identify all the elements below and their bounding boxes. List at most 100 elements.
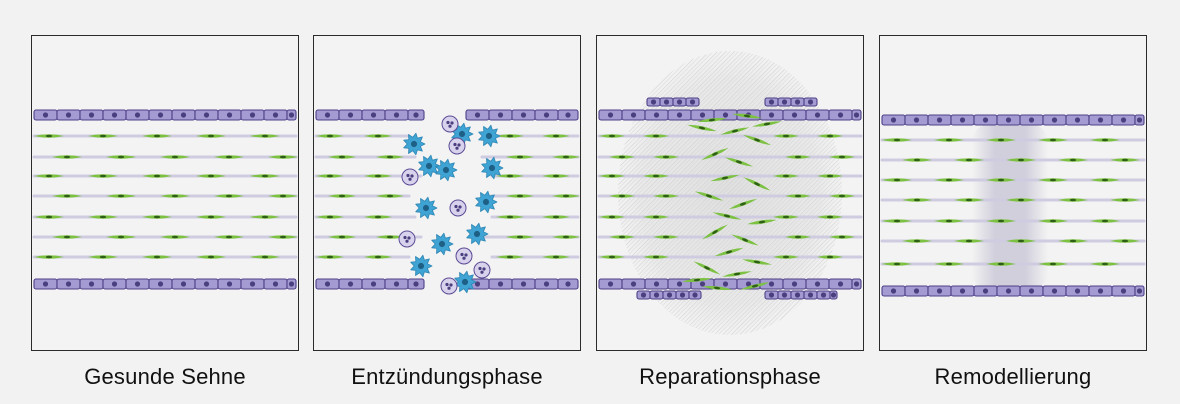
inflammation-phase-illustration bbox=[314, 109, 580, 295]
fibroblast-nucleus bbox=[826, 174, 834, 178]
fibroblast-cell bbox=[714, 247, 744, 257]
fibroblast-cell bbox=[609, 155, 635, 159]
round-cell-body bbox=[440, 277, 458, 295]
fibroblast-cell bbox=[687, 124, 717, 132]
cell-nucleus bbox=[543, 112, 550, 118]
fibroblast-nucleus bbox=[63, 235, 71, 239]
cell-nucleus bbox=[272, 281, 279, 287]
fibroblast-cell bbox=[902, 198, 932, 202]
fibroblast-cell bbox=[902, 239, 932, 243]
fibroblast-cell bbox=[552, 194, 580, 198]
fibroblast-nucleus bbox=[652, 174, 660, 178]
fibroblast-cell bbox=[986, 178, 1016, 182]
fibroblast-nucleus bbox=[913, 198, 921, 202]
cell-nucleus bbox=[1005, 288, 1012, 294]
fibroblast-nucleus bbox=[743, 114, 751, 118]
round-immune-cell bbox=[449, 199, 467, 217]
fibroblast-nucleus bbox=[261, 255, 269, 259]
cell-nucleus bbox=[913, 117, 920, 123]
fibroblast-cell bbox=[196, 134, 226, 138]
fibroblast-cell bbox=[934, 178, 964, 182]
fibroblast-nucleus bbox=[826, 255, 834, 259]
fibroblast-cell bbox=[752, 121, 782, 127]
round-cell-body bbox=[449, 199, 467, 217]
cell-nucleus bbox=[982, 117, 989, 123]
cell-nucleus bbox=[1097, 288, 1104, 294]
fibroblast-nucleus bbox=[45, 255, 53, 259]
cell-nucleus bbox=[676, 112, 683, 118]
fibroblast-nucleus bbox=[913, 158, 921, 162]
fibroblast-cell bbox=[506, 194, 534, 198]
fibroblast-nucleus bbox=[562, 155, 570, 159]
repair-phase-illustration bbox=[597, 51, 863, 335]
cell-nucleus bbox=[837, 281, 844, 287]
fibroblast-cell bbox=[599, 134, 625, 138]
fibroblast-nucleus bbox=[1101, 262, 1109, 266]
fibroblast-nucleus bbox=[63, 194, 71, 198]
fibroblast-cell bbox=[542, 174, 570, 178]
cell-nucleus bbox=[653, 281, 660, 287]
cell-nucleus bbox=[111, 112, 118, 118]
fibroblast-cell bbox=[1058, 158, 1088, 162]
fibroblast-cell bbox=[653, 235, 679, 239]
fibroblast-cell bbox=[1090, 219, 1120, 223]
cell-nucleus bbox=[959, 288, 966, 294]
fibroblast-cell bbox=[817, 134, 843, 138]
cell-nucleus bbox=[1097, 117, 1104, 123]
cell-nucleus bbox=[1051, 117, 1058, 123]
fibroblast-nucleus bbox=[207, 255, 215, 259]
round-cell-body bbox=[448, 137, 466, 155]
panel-repair-phase bbox=[596, 35, 864, 351]
fibroblast-nucleus bbox=[712, 152, 718, 156]
cell-nucleus bbox=[722, 112, 729, 118]
epithelial-cell-row bbox=[33, 109, 297, 121]
cell-nucleus bbox=[663, 99, 670, 105]
fibroblast-nucleus bbox=[704, 266, 710, 270]
cell-nucleus bbox=[180, 281, 187, 287]
fibroblast-nucleus bbox=[506, 174, 514, 178]
fibroblast-cell bbox=[376, 155, 404, 159]
immune-cell bbox=[466, 222, 489, 246]
cell-nucleus bbox=[134, 281, 141, 287]
fibroblast-cell bbox=[506, 155, 534, 159]
fibroblast-cell bbox=[160, 155, 190, 159]
cell-nucleus bbox=[794, 292, 801, 298]
fibroblast-cell bbox=[1038, 219, 1068, 223]
fibroblast-cell bbox=[34, 134, 64, 138]
fibroblast-cell bbox=[599, 255, 625, 259]
fibroblast-cell bbox=[1058, 198, 1088, 202]
cell-nucleus bbox=[1005, 117, 1012, 123]
fibroblast-nucleus bbox=[207, 174, 215, 178]
cell-nucleus bbox=[781, 292, 788, 298]
fibroblast-cell bbox=[364, 174, 392, 178]
round-immune-cell bbox=[401, 168, 419, 186]
cell-nucleus bbox=[653, 292, 660, 298]
fibroblast-nucleus bbox=[662, 155, 670, 159]
round-cell-nucleus bbox=[449, 283, 453, 287]
cell-nucleus bbox=[814, 112, 821, 118]
round-cell-nucleus bbox=[482, 267, 486, 271]
cell-nucleus bbox=[830, 292, 837, 298]
round-immune-cell bbox=[440, 277, 458, 295]
fibroblast-nucleus bbox=[338, 235, 346, 239]
immune-cell bbox=[481, 156, 504, 180]
fibroblast-cell bbox=[106, 194, 136, 198]
immune-cell bbox=[435, 158, 458, 182]
fibroblast-cell bbox=[1038, 262, 1068, 266]
cell-nucleus bbox=[607, 112, 614, 118]
cell-nucleus bbox=[226, 112, 233, 118]
round-immune-cell bbox=[473, 261, 491, 279]
epithelial-cell-row bbox=[881, 285, 1145, 297]
fibroblast-nucleus bbox=[516, 194, 524, 198]
fibroblast-cell bbox=[552, 235, 580, 239]
fibroblast-cell bbox=[747, 219, 777, 225]
cell-nucleus bbox=[324, 281, 331, 287]
cell-nucleus bbox=[565, 281, 571, 287]
fibroblast-nucleus bbox=[754, 182, 760, 186]
immune-cell-nucleus bbox=[425, 162, 433, 170]
fibroblast-cell bbox=[552, 155, 580, 159]
cell-nucleus bbox=[692, 292, 698, 298]
cell-nucleus bbox=[699, 281, 706, 287]
cell-nucleus bbox=[768, 281, 775, 287]
panel-remodeling bbox=[879, 35, 1147, 351]
